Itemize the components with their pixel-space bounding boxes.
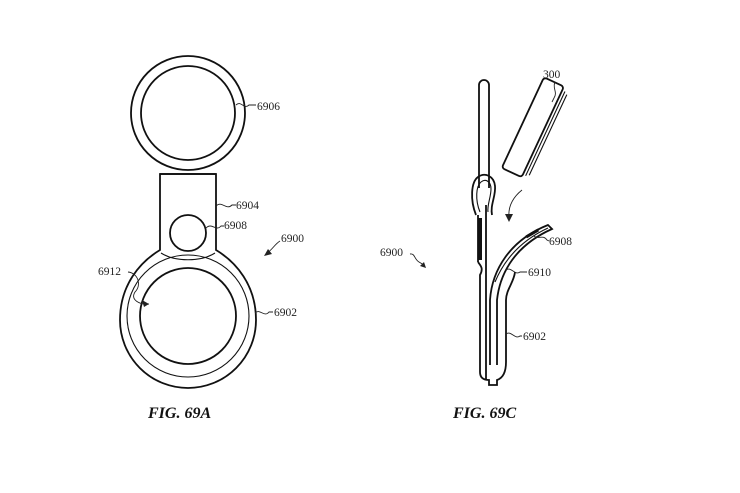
label-6912: 6912	[98, 266, 121, 278]
holder-body	[119, 173, 257, 389]
device-300	[501, 77, 568, 178]
strap-loop	[471, 173, 496, 216]
fig-69a-drawing: 6906 6904 6908 6900 6912 6902 FIG. 69A	[98, 55, 304, 422]
label-6902-side: 6902	[523, 331, 546, 343]
ring-edge	[478, 79, 490, 188]
label-6910: 6910	[528, 267, 551, 279]
label-300: 300	[543, 69, 561, 81]
figure-caption-69c: FIG. 69C	[452, 405, 516, 422]
pocket-body	[477, 261, 516, 386]
dark-strip	[478, 218, 482, 260]
key-ring	[130, 55, 246, 171]
label-6900-side: 6900	[380, 247, 403, 259]
label-6902: 6902	[274, 307, 297, 319]
label-6906: 6906	[257, 101, 280, 113]
label-6908-side: 6908	[549, 236, 572, 248]
label-6900: 6900	[281, 233, 304, 245]
label-6908: 6908	[224, 220, 247, 232]
button-circle	[169, 214, 207, 252]
figure-caption-69a: FIG. 69A	[147, 405, 211, 422]
flap	[489, 223, 554, 365]
fig-69c-drawing: 300 6908 6900 6910 6902 FIG. 69C	[380, 69, 572, 422]
label-6904: 6904	[236, 200, 259, 212]
